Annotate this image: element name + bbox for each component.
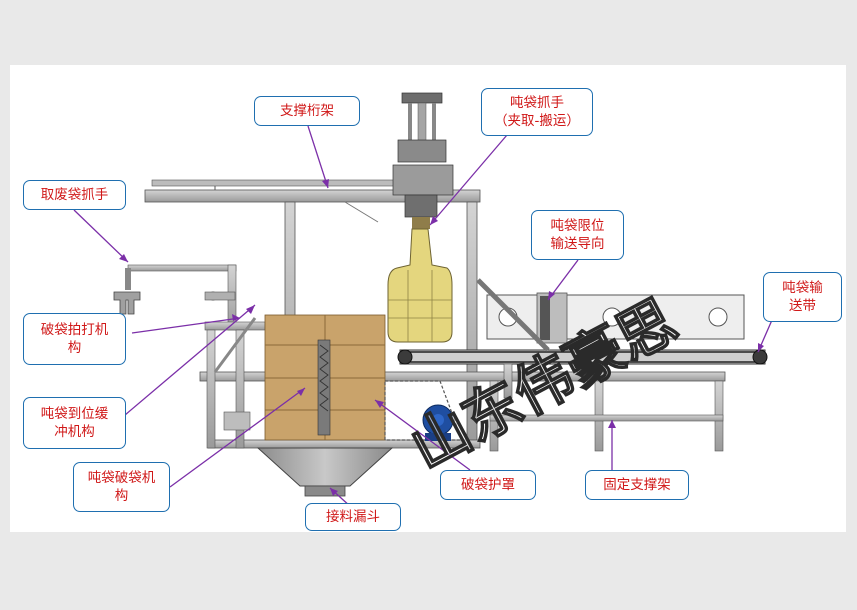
- waste-bag-gripper: [113, 264, 237, 331]
- receiving-hopper: [256, 447, 394, 497]
- callout-bag-breaking-mechanism: 吨袋破袋机 构: [73, 462, 170, 512]
- breaking-cover: [384, 380, 463, 441]
- callout-breaking-cover: 破袋护罩: [440, 470, 536, 500]
- motor: [422, 404, 454, 441]
- callout-bag-buffer-mechanism: 吨袋到位缓 冲机构: [23, 397, 126, 449]
- cargo-boxes: [264, 314, 386, 441]
- callout-bag-beating-mechanism: 破袋拍打机 构: [23, 313, 126, 365]
- bag-gripper-mechanism: [392, 92, 454, 229]
- callout-fixed-support: 固定支撑架: [585, 470, 689, 500]
- leader-lines: [73, 125, 773, 508]
- callout-bag-limit-guide: 吨袋限位 输送导向: [531, 210, 624, 260]
- callout-bag-gripper: 吨袋抓手 （夹取-搬运）: [481, 88, 593, 136]
- arrow-heads: [119, 179, 764, 496]
- callout-support-truss: 支撑桁架: [254, 96, 360, 126]
- callout-receiving-hopper: 接料漏斗: [305, 503, 401, 531]
- ton-bag: [387, 228, 453, 343]
- callout-waste-bag-gripper: 取废袋抓手: [23, 180, 126, 210]
- conveyor-section: [397, 278, 768, 452]
- callout-bag-conveyor: 吨袋输 送带: [763, 272, 842, 322]
